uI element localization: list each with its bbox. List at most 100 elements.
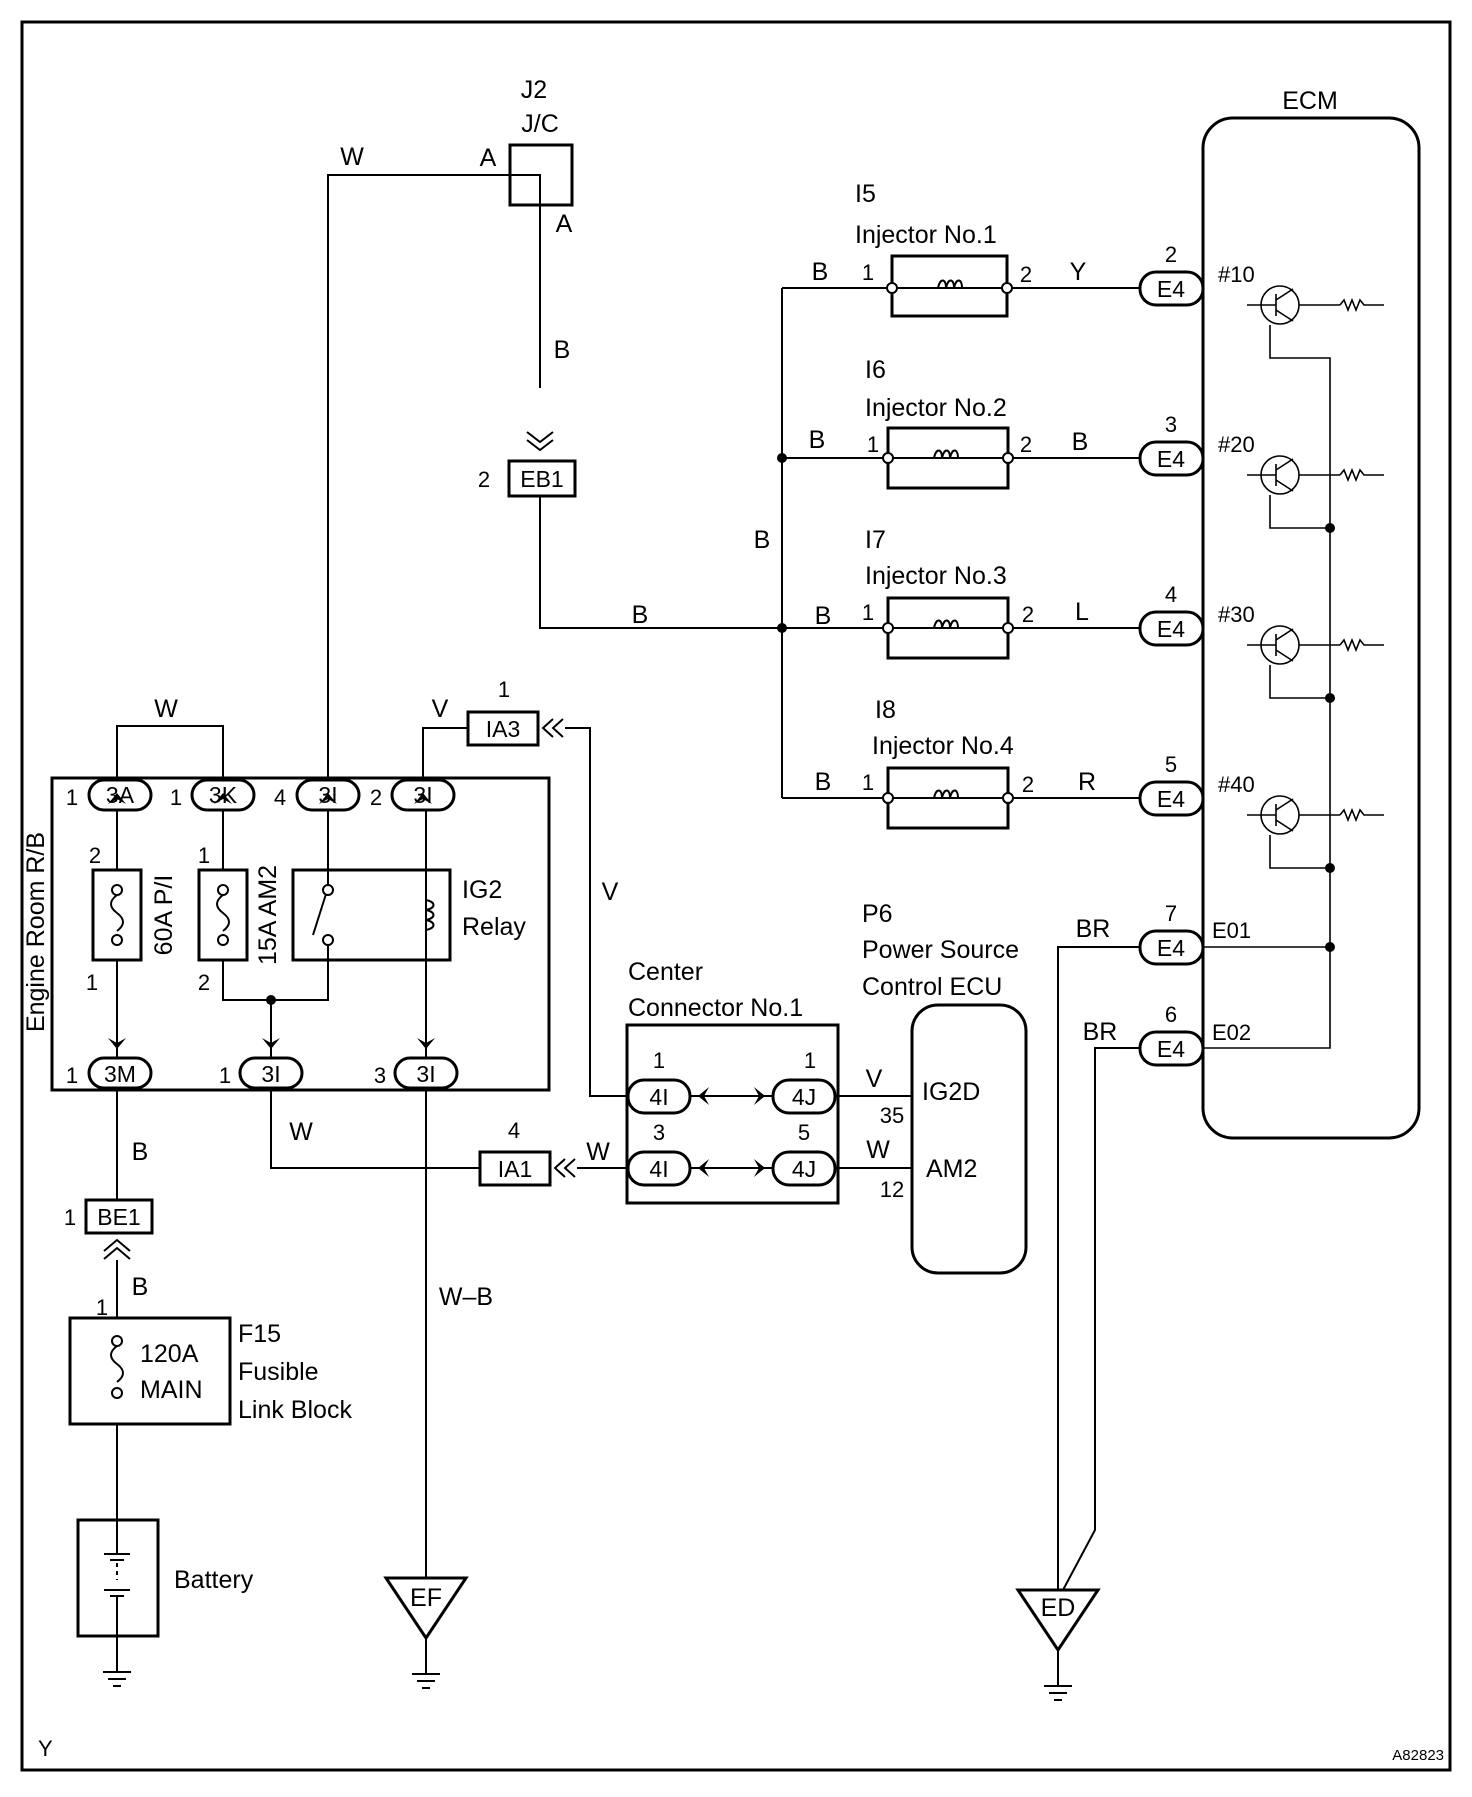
svg-text:E4: E4 [1157, 446, 1185, 472]
svg-text:IA1: IA1 [498, 1156, 533, 1182]
rb-bottom-conn-3i-1: 3I 1 [219, 1056, 304, 1090]
svg-text:MAIN: MAIN [140, 1376, 203, 1404]
svg-text:J/C: J/C [521, 110, 559, 138]
svg-text:W: W [289, 1118, 313, 1146]
svg-text:3: 3 [374, 1063, 386, 1088]
svg-text:1: 1 [804, 1048, 816, 1073]
svg-text:Center: Center [628, 958, 703, 986]
connector-ia3: V IA3 1 V [422, 677, 628, 1097]
svg-text:Injector No.4: Injector No.4 [872, 732, 1014, 760]
svg-text:7: 7 [1165, 901, 1177, 926]
svg-text:IA3: IA3 [486, 716, 521, 742]
svg-text:2: 2 [1022, 772, 1034, 797]
svg-text:IG2D: IG2D [922, 1078, 980, 1106]
svg-text:15A AM2: 15A AM2 [254, 865, 282, 965]
ig2-relay: IG2 Relay [291, 810, 526, 1058]
ground-ef: W–B EF [383, 1088, 493, 1689]
rb-bottom-conn-3m: 3M 1 [66, 1056, 153, 1090]
svg-text:Connector No.1: Connector No.1 [628, 994, 803, 1022]
svg-text:2: 2 [1022, 602, 1034, 627]
svg-text:EF: EF [410, 1584, 442, 1612]
svg-text:Relay: Relay [462, 913, 526, 941]
svg-text:5: 5 [798, 1120, 810, 1145]
svg-text:BR: BR [1076, 915, 1111, 943]
svg-text:#30: #30 [1218, 602, 1255, 627]
battery-chain: B BE1 1 B 1 [64, 1088, 154, 1320]
svg-text:1: 1 [86, 970, 98, 995]
svg-text:3A: 3A [106, 782, 135, 808]
svg-text:P6: P6 [862, 900, 893, 928]
svg-text:1: 1 [867, 432, 879, 457]
figure-code: A82823 [1392, 1747, 1444, 1764]
ecm-terminal-6: E4 6 E02 BR [1083, 1002, 1251, 1067]
svg-text:1: 1 [653, 1048, 665, 1073]
svg-text:W: W [586, 1138, 610, 1166]
ecm-terminal-2: E4 2 #10 Y [1010, 242, 1255, 307]
svg-text:V: V [866, 1065, 883, 1093]
engine-room-relay-block: Engine Room R/B 3A 1 3K 1 3I 4 3I 2 W 3 [22, 695, 551, 1092]
svg-text:2: 2 [478, 467, 490, 492]
svg-text:BE1: BE1 [97, 1204, 140, 1230]
svg-text:B: B [815, 768, 832, 796]
corner-left-label: Y [38, 1736, 53, 1761]
ecm-terminal-3: E4 3 #20 B [1010, 412, 1255, 477]
svg-text:B: B [815, 602, 832, 630]
junction-connector-j2: J2 J/C A A W B [327, 76, 574, 780]
svg-text:I7: I7 [865, 526, 886, 554]
ground-ed: ED [1015, 946, 1140, 1701]
svg-text:F15: F15 [238, 1320, 281, 1348]
svg-text:E4: E4 [1157, 786, 1185, 812]
battery-ground-icon [102, 1635, 132, 1687]
svg-text:4I: 4I [649, 1156, 668, 1182]
svg-text:Control ECU: Control ECU [862, 973, 1002, 1001]
fusible-link-block: 120A MAIN F15 Fusible Link Block [68, 1316, 352, 1520]
injector-no3: I7 Injector No.3 1 2 B [782, 526, 1034, 660]
svg-text:AM2: AM2 [926, 1155, 977, 1183]
svg-text:#40: #40 [1218, 772, 1255, 797]
ecm-driver-transistors [1203, 285, 1384, 1049]
svg-text:A: A [480, 144, 497, 172]
svg-text:#20: #20 [1218, 432, 1255, 457]
injector-supply-bus: B [754, 288, 787, 798]
svg-text:2: 2 [89, 843, 101, 868]
svg-text:W: W [154, 695, 178, 723]
svg-text:B: B [554, 336, 571, 364]
svg-text:Injector No.1: Injector No.1 [855, 221, 997, 249]
ecm-terminal-4: E4 4 #30 L [1010, 582, 1255, 647]
svg-text:1: 1 [170, 785, 182, 810]
svg-text:J2: J2 [521, 76, 547, 104]
svg-text:1: 1 [66, 1063, 78, 1088]
svg-text:W: W [340, 143, 364, 171]
battery: Battery [76, 1518, 254, 1687]
svg-text:Y: Y [1070, 258, 1087, 286]
svg-text:1: 1 [862, 770, 874, 795]
ef-ground-icon [411, 1637, 441, 1689]
svg-text:120A: 120A [140, 1340, 199, 1368]
svg-text:B: B [132, 1138, 149, 1166]
svg-text:1: 1 [96, 1295, 108, 1320]
connector-eb1: EB1 2 B [478, 459, 782, 629]
rb-top-conn-3a: 3A 1 [66, 778, 153, 812]
svg-text:4I: 4I [649, 1084, 668, 1110]
svg-text:Engine Room R/B: Engine Room R/B [22, 832, 50, 1032]
svg-text:BR: BR [1083, 1018, 1118, 1046]
svg-text:1: 1 [66, 785, 78, 810]
svg-text:2: 2 [1165, 242, 1177, 267]
svg-text:A: A [556, 210, 573, 238]
svg-text:5: 5 [1165, 752, 1177, 777]
svg-text:V: V [432, 695, 449, 723]
svg-text:Link Block: Link Block [238, 1396, 352, 1424]
svg-text:B: B [809, 426, 826, 454]
svg-text:35: 35 [880, 1103, 904, 1128]
svg-text:4J: 4J [792, 1156, 816, 1182]
svg-text:2: 2 [370, 785, 382, 810]
svg-text:3I: 3I [416, 1061, 435, 1087]
svg-text:Power Source: Power Source [862, 936, 1019, 964]
svg-text:1: 1 [219, 1063, 231, 1088]
svg-text:60A P/I: 60A P/I [150, 875, 178, 956]
svg-text:Fusible: Fusible [238, 1358, 319, 1386]
svg-text:IG2: IG2 [462, 876, 502, 904]
center-connector-no1: Center Connector No.1 4I 1 4J 1 4I 3 4J … [625, 958, 840, 1205]
svg-text:E4: E4 [1157, 276, 1185, 302]
